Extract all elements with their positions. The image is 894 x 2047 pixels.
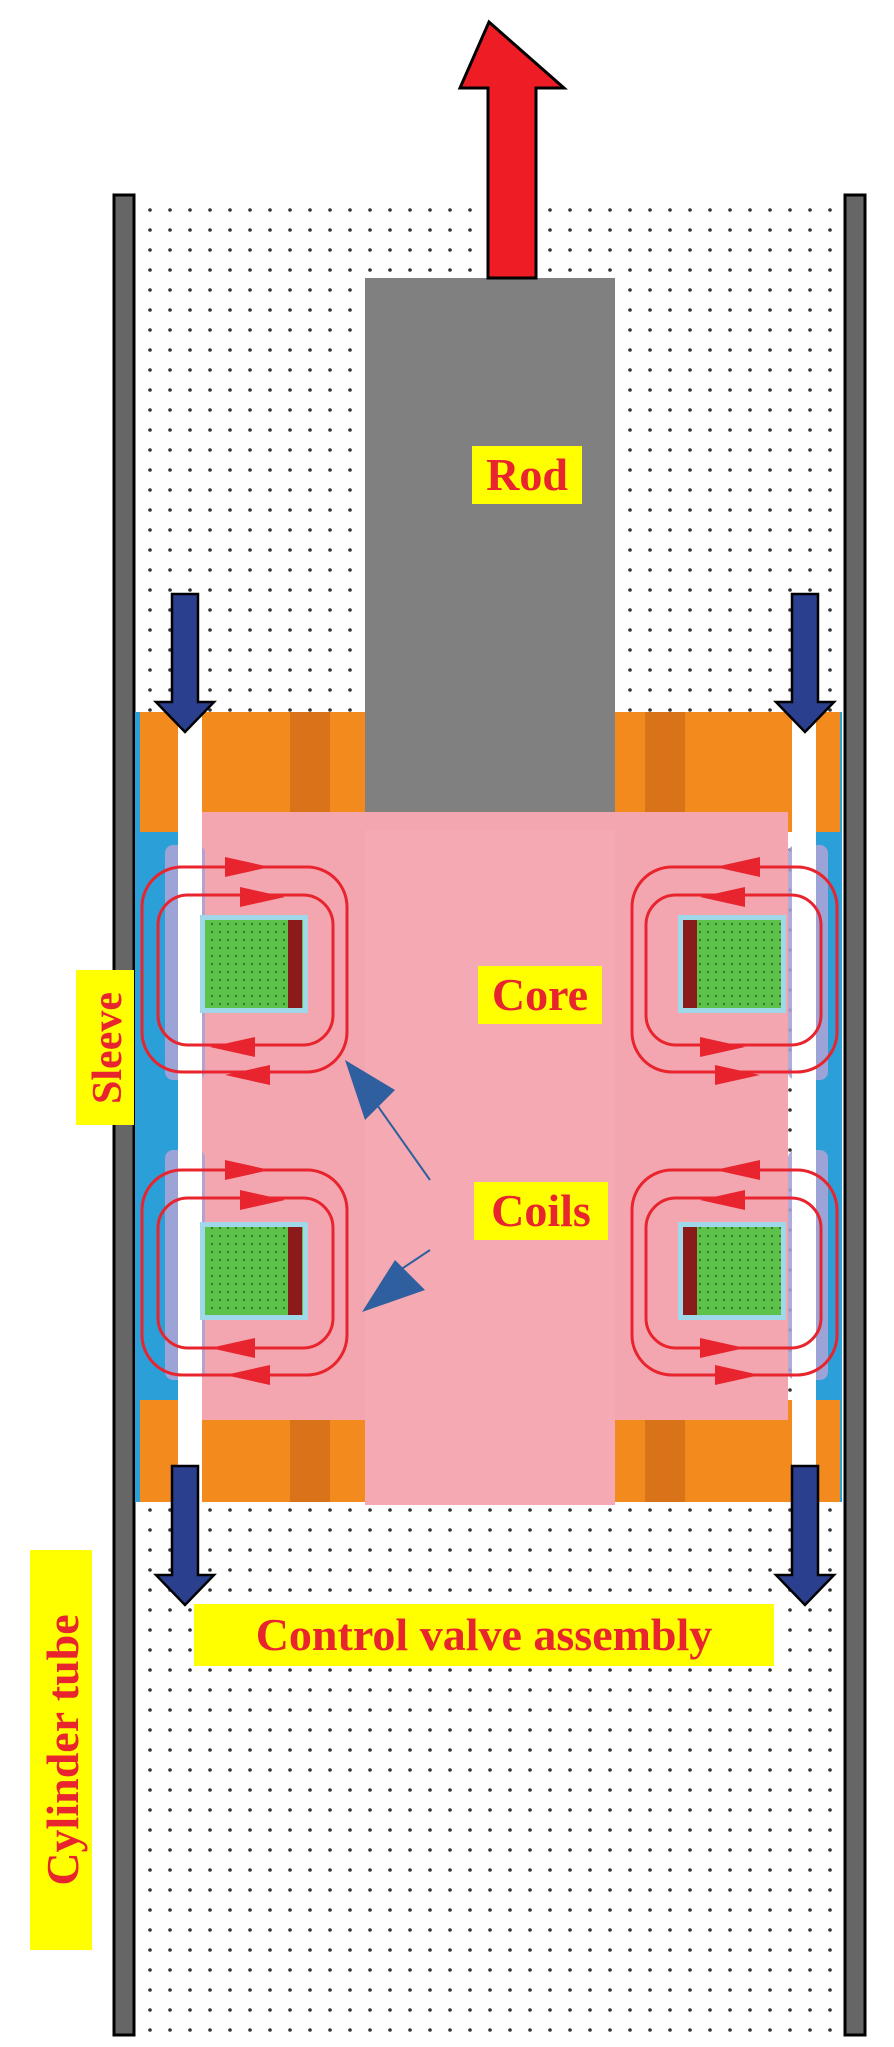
label-sleeve-highlight bbox=[76, 970, 134, 1125]
flow-gap-left bbox=[178, 712, 202, 1502]
triangle-pointer-icon bbox=[362, 1260, 425, 1312]
label-core: Core bbox=[492, 969, 588, 1020]
label-sleeve: Sleeve bbox=[85, 992, 131, 1104]
label-sleeve-group: Sleeve bbox=[76, 970, 134, 1125]
down-arrow-icon bbox=[153, 592, 217, 734]
label-coils-highlight bbox=[474, 1182, 608, 1240]
label-coils: Coils bbox=[491, 1185, 591, 1236]
label-coils-group: Coils bbox=[474, 1182, 608, 1240]
label-rod: Rod bbox=[486, 449, 568, 500]
rod bbox=[365, 278, 615, 833]
pointer-arrows bbox=[345, 1060, 431, 1312]
cylinder-wall-right bbox=[843, 193, 867, 2037]
label-core-group: Core bbox=[478, 966, 602, 1024]
label-cylinder-tube: Cylinder tube bbox=[37, 1614, 88, 1885]
label-control-valve-assembly: Control valve assembly bbox=[256, 1609, 713, 1660]
label-rod-group: Rod bbox=[472, 446, 582, 504]
core-center bbox=[365, 830, 615, 1505]
up-arrow-icon bbox=[457, 19, 568, 280]
flow-gap-right bbox=[792, 712, 816, 1502]
coils bbox=[200, 915, 786, 1320]
triangle-pointer-icon bbox=[345, 1060, 395, 1120]
down-arrow-icon bbox=[773, 1464, 837, 1607]
label-core-highlight bbox=[478, 966, 602, 1024]
label-control-valve-group: Control valve assembly bbox=[194, 1604, 774, 1666]
label-cylinder-tube-highlight bbox=[30, 1550, 92, 1950]
down-arrow-icon bbox=[153, 1464, 217, 1607]
label-cylinder-tube-group: Cylinder tube bbox=[30, 1550, 92, 1950]
down-arrow-icon bbox=[773, 592, 837, 734]
label-rod-highlight bbox=[472, 446, 582, 504]
flow-arrows bbox=[153, 592, 837, 1607]
flux-arrowheads bbox=[210, 857, 760, 1385]
label-control-valve-highlight bbox=[194, 1604, 774, 1666]
